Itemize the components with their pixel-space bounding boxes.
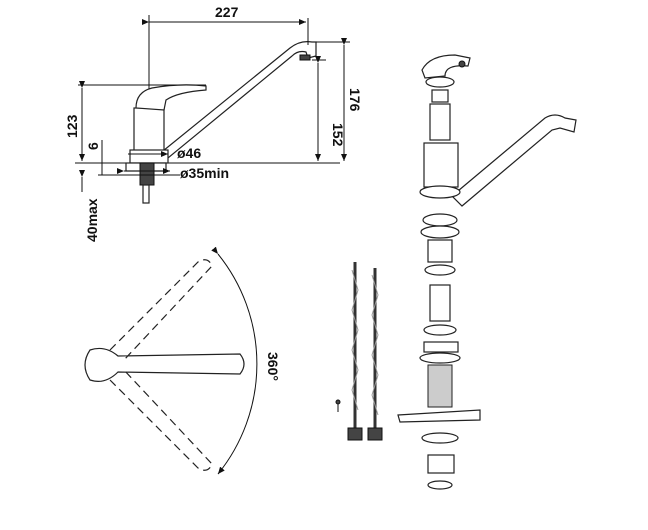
washer: [421, 432, 459, 444]
cartridge: [429, 103, 451, 141]
handle-position-right: [109, 369, 213, 471]
threaded-sleeve: [429, 284, 451, 322]
washer: [427, 480, 453, 490]
dim-hole-diameter: ø35min: [180, 165, 229, 181]
mounting-stud: [139, 162, 155, 186]
faucet-body: [133, 107, 165, 153]
hose-braid: [351, 269, 379, 416]
threaded-stud: [427, 364, 453, 408]
cap-ring: [425, 76, 455, 88]
hose-fitting: [347, 427, 363, 441]
rotation-view: 360°: [84, 246, 281, 475]
o-ring: [420, 225, 460, 239]
spout-collar: [427, 239, 453, 263]
flexible-hoses: [353, 262, 377, 440]
dim-deck-thickness: 40max: [84, 198, 100, 242]
side-view: 227 123 6 40max 152 176 ø46 ø35min: [64, 4, 363, 242]
handle-top-view: [84, 347, 245, 382]
rotation-arc: [211, 246, 258, 475]
aerator: [299, 54, 311, 61]
handle-position-left: [109, 259, 213, 361]
dim-deck-offset: 6: [85, 142, 101, 150]
stem-adapter: [431, 89, 449, 103]
dim-rotation: 360°: [265, 352, 281, 381]
set-screw: [458, 60, 466, 68]
exploded-spout: [451, 114, 577, 207]
exploded-lever: [421, 54, 471, 79]
dim-base-diameter: ø46: [177, 145, 201, 161]
lever-handle: [135, 84, 207, 111]
hose-fitting: [367, 427, 383, 441]
mounting-bracket: [397, 409, 481, 423]
screw: [335, 399, 341, 405]
base-gasket: [419, 352, 461, 364]
spout: [156, 41, 317, 159]
o-ring: [422, 213, 458, 227]
exploded-view: [335, 54, 577, 490]
nut: [427, 454, 455, 474]
dim-handle-height: 123: [64, 114, 80, 138]
dim-reach: 227: [215, 4, 239, 20]
threaded-rod: [142, 184, 150, 204]
o-ring: [424, 264, 456, 276]
base-ring: [423, 341, 459, 353]
o-ring: [423, 324, 457, 336]
o-ring: [419, 185, 461, 199]
body-sleeve: [423, 142, 459, 188]
dim-total-height: 176: [347, 88, 363, 112]
faucet-base: [129, 149, 169, 164]
